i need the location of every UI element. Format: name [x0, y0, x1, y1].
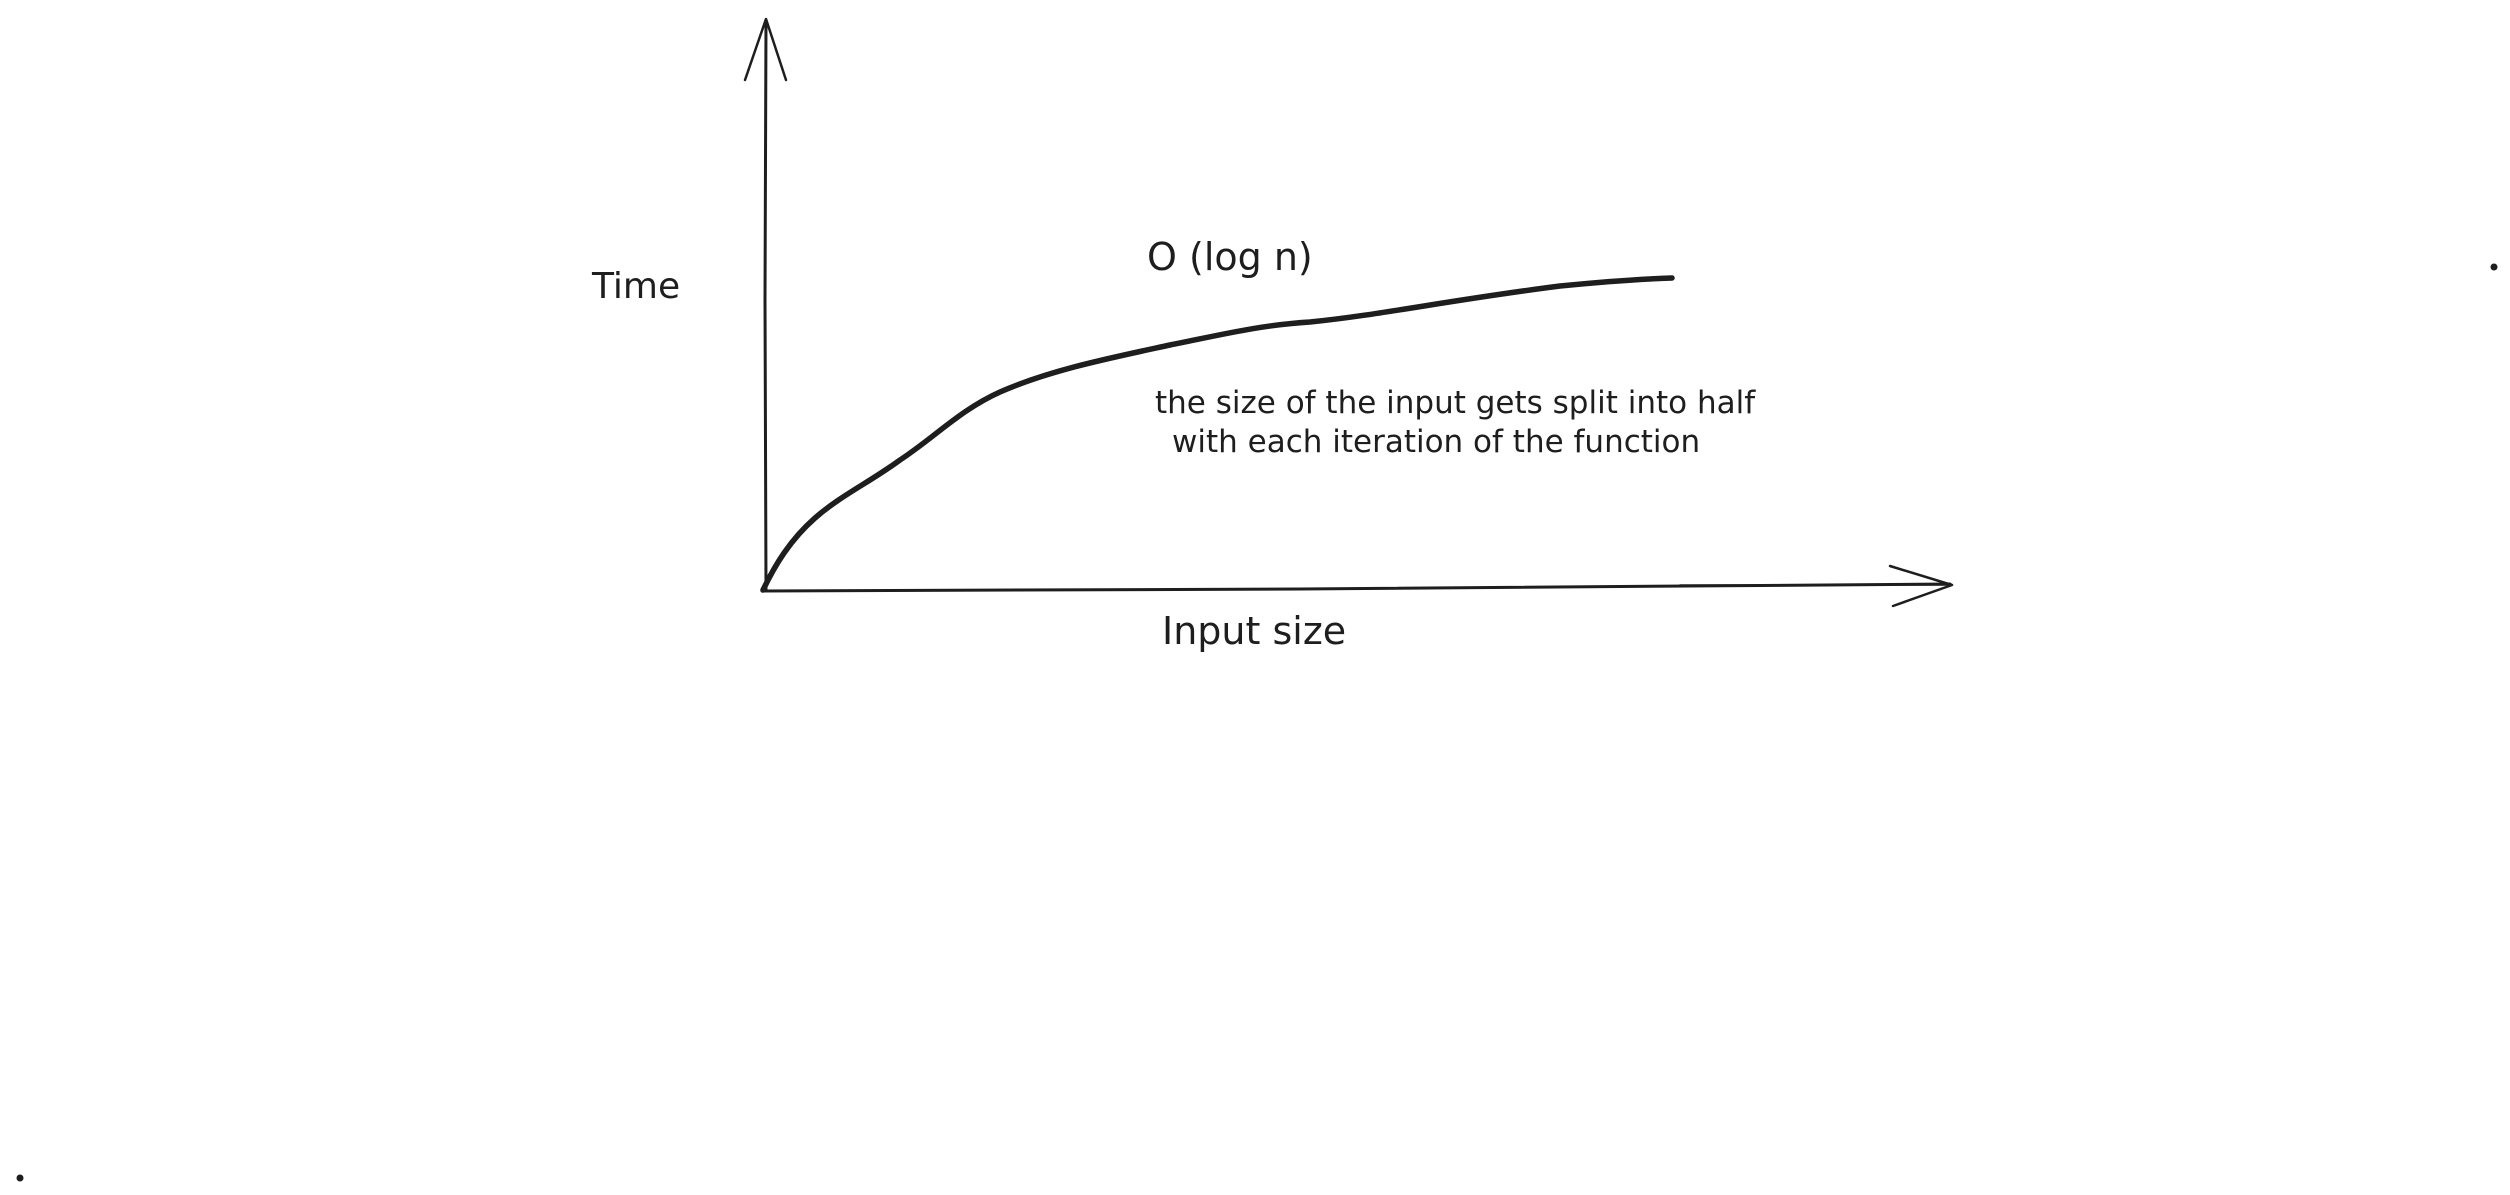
- y-axis: [743, 17, 788, 592]
- y-axis-arrowhead: [743, 17, 788, 82]
- annotation-line-2: with each iteration of the function: [1172, 424, 1700, 460]
- y-axis-label: Time: [591, 266, 680, 307]
- stray-dot-bottom-left: [16, 1174, 24, 1182]
- y-axis-line: [763, 18, 768, 592]
- x-axis-label: Input size: [1162, 609, 1346, 653]
- x-axis: [760, 564, 1954, 608]
- stray-dot-right: [2490, 263, 2498, 271]
- x-axis-arrowhead: [1888, 564, 1954, 608]
- annotation-line-1: the size of the input gets split into ha…: [1155, 385, 1756, 421]
- curve-label: O (log n): [1147, 235, 1313, 279]
- log-n-curve: [760, 275, 1675, 593]
